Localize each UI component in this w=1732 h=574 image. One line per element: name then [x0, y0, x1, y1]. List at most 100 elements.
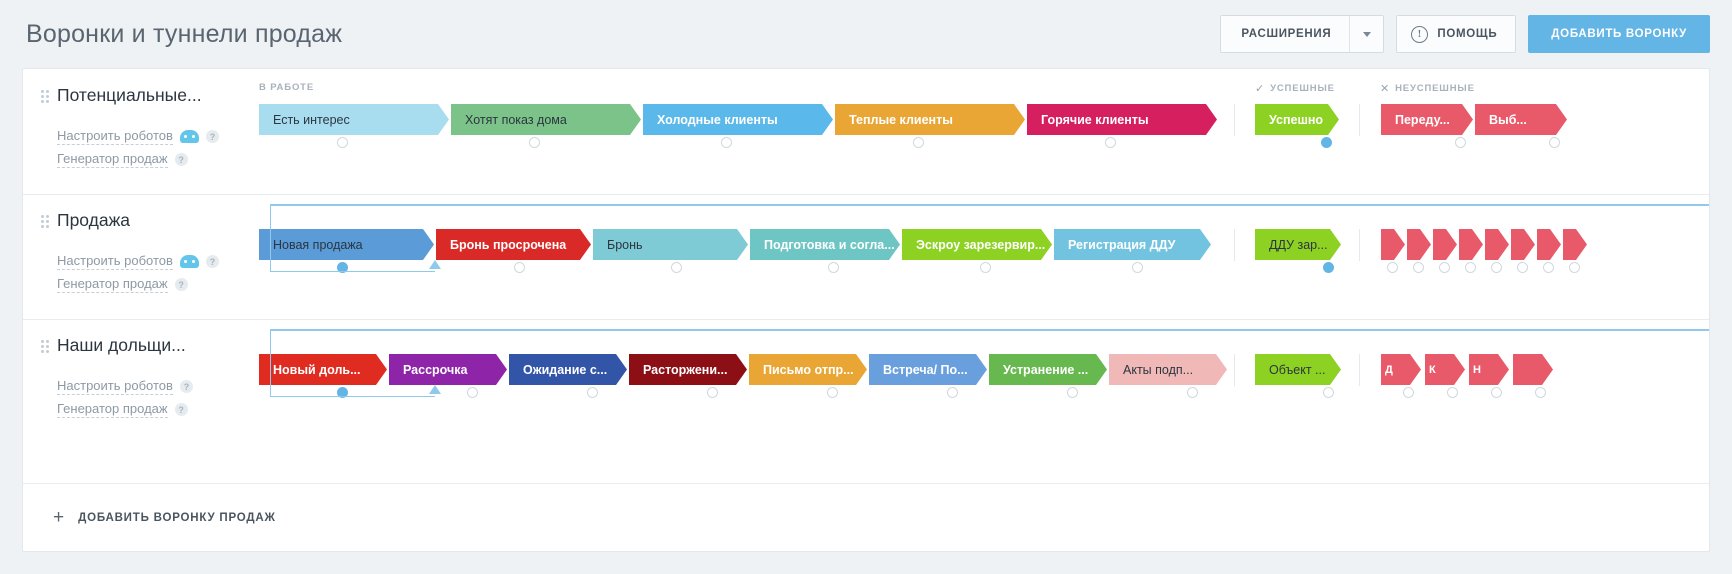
stage-fail[interactable]: Выб... [1475, 104, 1567, 135]
stage-status-dot[interactable] [1549, 137, 1560, 148]
stage-in-progress[interactable]: Акты подп... [1109, 354, 1227, 385]
stage-status-dot[interactable] [587, 387, 598, 398]
stage-fail[interactable]: Переду... [1381, 104, 1473, 135]
stage-status-dot[interactable] [1067, 387, 1078, 398]
stage-in-progress[interactable]: Подготовка и согла... [750, 229, 900, 260]
stage-status-dot[interactable] [1187, 387, 1198, 398]
stage-status-dot[interactable] [467, 387, 478, 398]
stage-in-progress[interactable]: Письмо отпр... [749, 354, 867, 385]
stage-in-progress[interactable]: Эскроу зарезервир... [902, 229, 1052, 260]
question-mark-icon[interactable]: ? [179, 380, 193, 393]
funnel-row: Потенциальные... Настроить роботов? Генера… [23, 69, 1709, 194]
stage-status-dot[interactable] [337, 387, 348, 398]
stage-in-progress[interactable]: Бронь [593, 229, 748, 260]
question-mark-icon[interactable]: ? [205, 130, 219, 143]
stage-status-dot[interactable] [947, 387, 958, 398]
stage-status-dot[interactable] [1535, 387, 1546, 398]
stage-status-dot[interactable] [1321, 137, 1332, 148]
stage-status-dot[interactable] [337, 137, 348, 148]
question-mark-icon[interactable]: ? [174, 278, 188, 291]
stage-status-dot[interactable] [1387, 262, 1398, 273]
stage-fail[interactable] [1513, 354, 1553, 385]
stage-fail[interactable] [1563, 229, 1587, 260]
stage-in-progress[interactable]: Бронь просрочена [436, 229, 591, 260]
stage-status-dot[interactable] [1465, 262, 1476, 273]
stage-success[interactable]: Успешно [1255, 104, 1339, 135]
funnel-name[interactable]: Потенциальные... [57, 85, 202, 105]
stage-status-dot[interactable] [913, 137, 924, 148]
stage-status-dot[interactable] [1569, 262, 1580, 273]
question-mark-icon[interactable]: ? [174, 153, 188, 166]
stage-in-progress[interactable]: Есть интерес [259, 104, 449, 135]
stage-in-progress[interactable]: Регистрация ДДУ [1054, 229, 1211, 260]
stage-in-progress[interactable]: Горячие клиенты [1027, 104, 1217, 135]
add-funnel-button[interactable]: ДОБАВИТЬ ВОРОНКУ [1528, 15, 1710, 53]
stage-fail[interactable] [1537, 229, 1561, 260]
funnel-name[interactable]: Продажа [57, 210, 131, 230]
help-button[interactable]: ! ПОМОЩЬ [1396, 15, 1517, 53]
stage-in-progress[interactable]: Холодные клиенты [643, 104, 833, 135]
stage-status-dot[interactable] [1413, 262, 1424, 273]
stage-status-dot[interactable] [1491, 262, 1502, 273]
stage-fail[interactable]: К [1425, 354, 1465, 385]
stage-status-dot[interactable] [1323, 387, 1334, 398]
stage-fail[interactable] [1433, 229, 1457, 260]
stage-status-dot[interactable] [1543, 262, 1554, 273]
extensions-dropdown-toggle[interactable] [1349, 16, 1383, 52]
stage-status-dot[interactable] [671, 262, 682, 273]
stage-status-dot[interactable] [337, 262, 348, 273]
stage-status-dot[interactable] [707, 387, 718, 398]
extensions-button[interactable]: РАСШИРЕНИЯ [1220, 15, 1385, 53]
stage-success[interactable]: ДДУ зар... [1255, 229, 1341, 260]
stage-in-progress-label: Ожидание с... [523, 362, 608, 377]
stage-fail[interactable]: Н [1469, 354, 1509, 385]
sales-generator-label: Генератор продаж [57, 276, 168, 293]
add-sales-funnel-button[interactable]: + ДОБАВИТЬ ВОРОНКУ ПРОДАЖ [53, 508, 276, 527]
drag-handle-icon[interactable] [41, 340, 49, 356]
stage-status-dot[interactable] [827, 387, 838, 398]
sales-generator-link[interactable]: Генератор продаж? [57, 151, 249, 168]
stage-in-progress[interactable]: Хотят показ дома [451, 104, 641, 135]
stage-status-dot[interactable] [1105, 137, 1116, 148]
stage-in-progress[interactable]: Расторжени... [629, 354, 747, 385]
stage-fail[interactable] [1459, 229, 1483, 260]
stage-status-dot[interactable] [1491, 387, 1502, 398]
stage-status-dot[interactable] [1517, 262, 1528, 273]
stage-fail[interactable] [1381, 229, 1405, 260]
stage-in-progress[interactable]: Рассрочка [389, 354, 507, 385]
stage-status-dot[interactable] [1439, 262, 1450, 273]
stage-fail[interactable]: Д [1381, 354, 1421, 385]
question-mark-icon[interactable]: ? [205, 255, 219, 268]
stage-in-progress[interactable]: Новая продажа [259, 229, 434, 260]
stage-fail[interactable] [1485, 229, 1509, 260]
chevron-down-icon [1362, 31, 1371, 37]
stage-in-progress-label: Рассрочка [403, 362, 468, 377]
stage-status-dot[interactable] [1403, 387, 1414, 398]
drag-handle-icon[interactable] [41, 90, 49, 106]
funnel-name[interactable]: Наши дольщи... [57, 335, 186, 355]
configure-robots-link[interactable]: Настроить роботов? [57, 253, 249, 270]
configure-robots-link[interactable]: Настроить роботов? [57, 128, 249, 145]
stage-in-progress[interactable]: Новый доль... [259, 354, 387, 385]
stage-status-dot[interactable] [721, 137, 732, 148]
stage-status-dot[interactable] [514, 262, 525, 273]
drag-handle-icon[interactable] [41, 215, 49, 231]
question-mark-icon[interactable]: ? [174, 403, 188, 416]
sales-generator-link[interactable]: Генератор продаж? [57, 401, 249, 418]
stage-in-progress[interactable]: Встреча/ По... [869, 354, 987, 385]
stage-status-dot[interactable] [1447, 387, 1458, 398]
stage-status-dot[interactable] [1455, 137, 1466, 148]
stage-status-dot[interactable] [828, 262, 839, 273]
stage-fail[interactable] [1511, 229, 1535, 260]
stage-status-dot[interactable] [529, 137, 540, 148]
stage-status-dot[interactable] [1323, 262, 1334, 273]
sales-generator-link[interactable]: Генератор продаж? [57, 276, 249, 293]
stage-in-progress[interactable]: Устранение ... [989, 354, 1107, 385]
stage-fail[interactable] [1407, 229, 1431, 260]
stage-in-progress[interactable]: Ожидание с... [509, 354, 627, 385]
stage-status-dot[interactable] [1132, 262, 1143, 273]
stage-in-progress[interactable]: Теплые клиенты [835, 104, 1025, 135]
stage-success[interactable]: Объект ... [1255, 354, 1341, 385]
configure-robots-link[interactable]: Настроить роботов? [57, 378, 249, 395]
stage-status-dot[interactable] [980, 262, 991, 273]
